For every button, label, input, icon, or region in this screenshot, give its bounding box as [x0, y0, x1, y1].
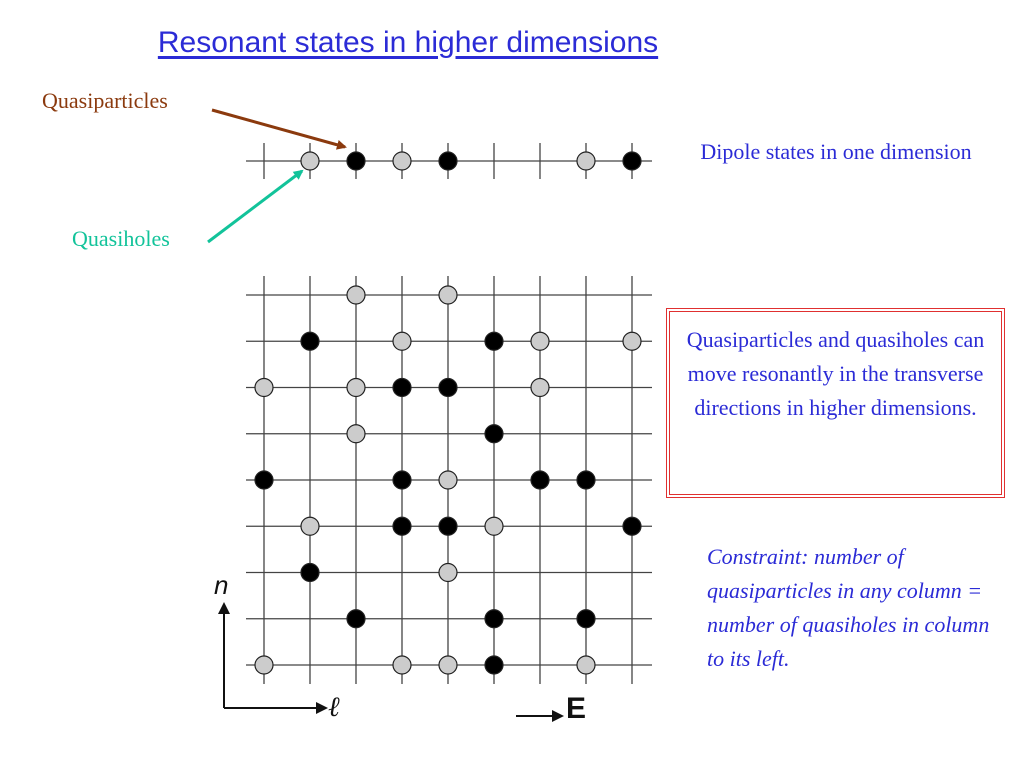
slide-title: Resonant states in higher dimensions — [157, 26, 659, 59]
quasiparticle-site — [438, 516, 458, 536]
quasiparticle-site — [622, 516, 642, 536]
quasiparticle-site — [622, 151, 642, 171]
quasiparticle-pointer-arrow — [211, 108, 347, 150]
quasihole-site — [438, 562, 458, 583]
quasihole-site — [346, 424, 366, 444]
axis-label-n: n — [214, 570, 229, 600]
quasiparticle-site — [254, 470, 274, 490]
dipole-caption: Dipole states in one dimension — [700, 139, 972, 164]
quasihole-site — [438, 285, 458, 305]
quasihole-site — [346, 285, 366, 305]
axis-label-l: ℓ — [328, 692, 340, 723]
quasihole-pointer-arrow — [207, 169, 304, 244]
quasihole-site — [530, 331, 550, 351]
quasiparticle-site — [438, 151, 458, 171]
one-d-chain — [246, 143, 652, 179]
quasihole-site — [300, 516, 320, 536]
quasihole-site — [392, 331, 412, 351]
quasiparticle-site — [484, 609, 504, 629]
quasiparticle-site — [576, 609, 596, 629]
quasiparticles-label: Quasiparticles — [42, 88, 168, 113]
quasiparticle-site — [392, 470, 412, 490]
quasiholes-label: Quasiholes — [72, 226, 170, 251]
quasihole-site — [254, 377, 274, 398]
quasihole-site — [300, 151, 320, 171]
quasihole-site — [622, 331, 642, 351]
quasiparticle-site — [346, 609, 366, 629]
quasiparticle-site — [484, 424, 504, 444]
quasihole-site — [530, 377, 550, 398]
quasiparticle-site — [530, 470, 550, 490]
quasiparticle-site — [484, 331, 504, 351]
quasihole-site — [438, 655, 458, 675]
quasihole-site — [484, 516, 504, 536]
quasihole-site — [254, 655, 274, 675]
quasihole-site — [346, 377, 366, 398]
quasiparticle-site — [576, 470, 596, 490]
quasiparticle-site — [346, 151, 366, 171]
resonant-motion-box: Quasiparticles and quasiholes can move r… — [666, 308, 1005, 498]
field-label-e: E — [566, 692, 587, 725]
two-d-lattice — [246, 276, 652, 684]
quasihole-site — [438, 470, 458, 490]
quasiparticle-site — [438, 377, 458, 398]
quasiparticle-site — [300, 562, 320, 583]
quasihole-site — [576, 151, 596, 171]
constraint-note: Constraint: number of quasiparticles in … — [707, 544, 990, 671]
quasiparticle-site — [484, 655, 504, 675]
quasiparticle-site — [392, 516, 412, 536]
quasiparticle-site — [392, 377, 412, 398]
quasiparticle-site — [300, 331, 320, 351]
quasihole-site — [392, 151, 412, 171]
quasihole-site — [392, 655, 412, 675]
quasihole-site — [576, 655, 596, 675]
